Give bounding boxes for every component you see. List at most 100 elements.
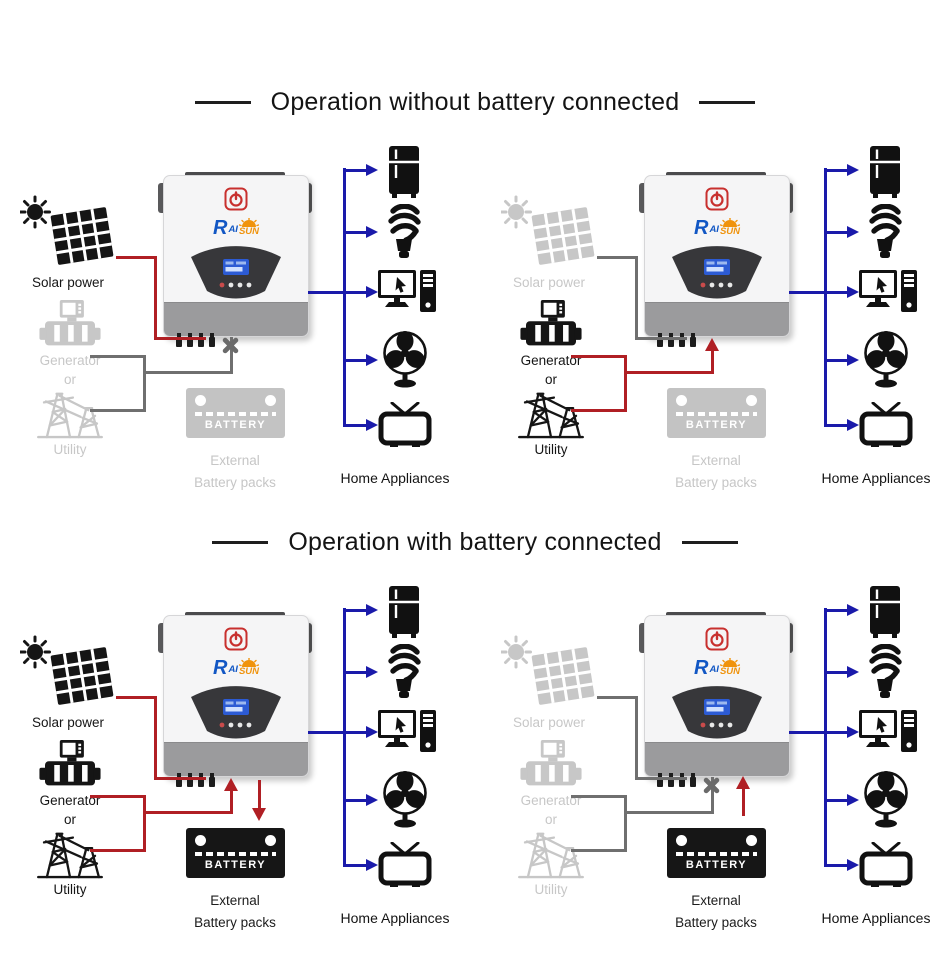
title-dash-right	[699, 101, 756, 104]
solar-line-segment	[597, 256, 638, 259]
generator-icon	[39, 300, 101, 350]
home-appliances-label: Home Appliances	[340, 910, 450, 926]
logo-ai: AI	[709, 663, 719, 675]
inverter-bottom-panel	[164, 302, 308, 336]
battery-terminal	[746, 395, 757, 406]
section-title-with-battery: Operation with battery connected	[0, 528, 950, 557]
source-feed-segment	[143, 371, 233, 374]
home-appliances-label: Home Appliances	[821, 910, 931, 926]
generator-line-segment	[90, 795, 146, 798]
appliance-branch-segment	[346, 424, 368, 427]
inverter-unit: R AI SUN	[158, 612, 312, 787]
generator-label: Generator	[520, 793, 582, 808]
logo-ai: AI	[709, 223, 719, 235]
battery-caption: External Battery packs	[636, 450, 796, 495]
battery-dash-row	[195, 412, 276, 416]
battery-packs-label: Battery packs	[675, 915, 757, 931]
generator-utility-source: Generator or Utility	[505, 740, 597, 898]
solar-line-segment	[154, 777, 206, 780]
x-disconnect-icon	[222, 337, 239, 354]
battery-terminal	[195, 395, 206, 406]
blue-arrowhead	[847, 726, 859, 738]
blue-arrowhead	[847, 286, 859, 298]
solar-line-segment	[635, 256, 638, 340]
output-trunk-segment	[824, 608, 827, 867]
logo-ai: AI	[228, 663, 238, 675]
power-button-icon	[224, 187, 248, 211]
external-label: External	[691, 453, 741, 468]
battery-terminal	[676, 395, 687, 406]
source-join-segment	[624, 795, 627, 852]
utility-tower-icon	[36, 827, 104, 879]
battery-pack: BATTERY	[186, 828, 285, 878]
solar-power-label: Solar power	[31, 275, 105, 290]
fan-icon	[861, 770, 911, 828]
title-dash-right	[681, 541, 738, 544]
logo-sun-group: SUN	[239, 218, 259, 237]
appliance-branch-segment	[827, 424, 849, 427]
inverter-body: R AI SUN	[644, 615, 790, 777]
or-label: or	[63, 811, 76, 827]
source-feed-segment	[624, 811, 714, 814]
appliance-branch-segment	[827, 359, 849, 362]
lcd-display-icon	[188, 686, 284, 740]
utility-label: Utility	[534, 882, 568, 898]
solar-panel-icon	[501, 634, 597, 712]
blue-arrowhead	[847, 794, 859, 806]
solar-line-segment	[116, 256, 157, 259]
computer-icon	[859, 270, 917, 316]
generator-label: Generator	[39, 793, 101, 808]
battery-label: BATTERY	[204, 419, 267, 431]
blue-arrowhead	[847, 226, 859, 238]
appliance-branch-segment	[827, 231, 849, 234]
logo-sun: SUN	[238, 226, 259, 237]
diagram-battery-discharge-mode: Solar power Generator or Utility R AI SU…	[481, 580, 950, 954]
utility-line-segment	[571, 849, 627, 852]
solar-power-source: Solar power	[495, 634, 603, 731]
source-riser-segment	[230, 337, 233, 374]
cfl-bulb-icon	[866, 644, 904, 702]
inverter-terminals-icon	[175, 333, 221, 348]
tv-icon	[859, 842, 913, 888]
refrigerator-icon	[386, 586, 422, 638]
appliance-branch-segment	[346, 291, 368, 294]
appliance-branch-segment	[346, 609, 368, 612]
red-up-arrowhead	[705, 338, 719, 351]
logo-sun-group: SUN	[720, 218, 740, 237]
battery-label: BATTERY	[685, 419, 748, 431]
external-label: External	[210, 453, 260, 468]
blue-arrowhead	[366, 286, 378, 298]
utility-line-segment	[571, 409, 627, 412]
solar-power-label: Solar power	[512, 715, 586, 730]
generator-line-segment	[90, 355, 146, 358]
blue-arrowhead	[847, 604, 859, 616]
output-trunk-segment	[343, 168, 346, 427]
title-dash-left	[212, 541, 269, 544]
inverter-body: R AI SUN	[163, 615, 309, 777]
blue-arrowhead	[366, 859, 378, 871]
title-text: Operation without battery connected	[270, 88, 680, 116]
solar-power-label: Solar power	[512, 275, 586, 290]
solar-power-source: Solar power	[14, 194, 122, 291]
solar-panel-icon	[20, 194, 116, 272]
utility-tower-icon	[517, 387, 585, 439]
utility-label: Utility	[53, 442, 87, 458]
source-riser-segment	[230, 791, 233, 814]
battery-caption: External Battery packs	[636, 890, 796, 935]
battery-packs-label: Battery packs	[194, 915, 276, 931]
red-up-arrowhead	[736, 776, 750, 789]
inverter-mount-rail	[185, 612, 285, 617]
or-label: or	[544, 811, 557, 827]
solar-power-source: Solar power	[14, 634, 122, 731]
output-feed-segment	[789, 291, 826, 294]
output-feed-segment	[789, 731, 826, 734]
utility-tower-icon	[36, 387, 104, 439]
solar-line-segment	[635, 337, 687, 340]
appliance-branch-segment	[827, 291, 849, 294]
logo-r: R	[693, 656, 709, 679]
inverter-mount-rail	[666, 612, 766, 617]
logo-sun: SUN	[238, 666, 259, 677]
refrigerator-icon	[867, 146, 903, 198]
solar-line-segment	[635, 777, 687, 780]
